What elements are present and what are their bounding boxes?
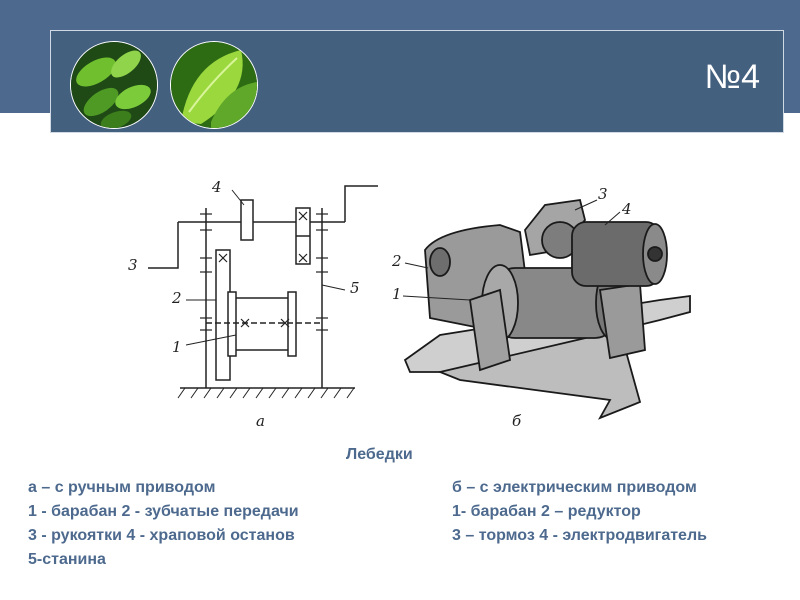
slide-number: №4 [704,58,760,96]
legend-line: а – с ручным приводом [28,479,216,496]
legend-line: 5-станина [28,551,106,568]
callout-3-drawing: 3 [598,185,608,203]
figure-label-b: б [512,412,522,430]
leaf-photo-right [170,41,258,129]
callout-1-drawing: 1 [392,285,402,303]
header-panel [50,30,784,133]
callout-3-schematic: 3 [128,256,138,274]
callout-2-schematic: 2 [172,289,182,307]
callout-2-drawing: 2 [392,252,402,270]
callout-4-schematic: 4 [212,178,222,196]
winch-diagram [148,185,691,420]
figure-label-a: а [256,412,265,430]
caption-title: Лебедки [346,446,413,463]
callout-5-schematic: 5 [350,279,360,297]
leaf-photo-left [70,41,158,129]
legend-manual-drive: а – с ручным приводом 1 - барабан 2 - зу… [28,476,299,572]
callout-4-drawing: 4 [622,200,632,218]
legend-line: б – с электрическим приводом [452,479,697,496]
callout-1-schematic: 1 [172,338,182,356]
legend-line: 1 - барабан 2 - зубчатые передачи [28,503,299,520]
legend-line: 3 – тормоз 4 - электродвигатель [452,527,707,544]
legend-line: 1- барабан 2 – редуктор [452,503,641,520]
legend-line: 3 - рукоятки 4 - храповой останов [28,527,295,544]
legend-electric-drive: б – с электрическим приводом 1- барабан … [452,476,707,548]
